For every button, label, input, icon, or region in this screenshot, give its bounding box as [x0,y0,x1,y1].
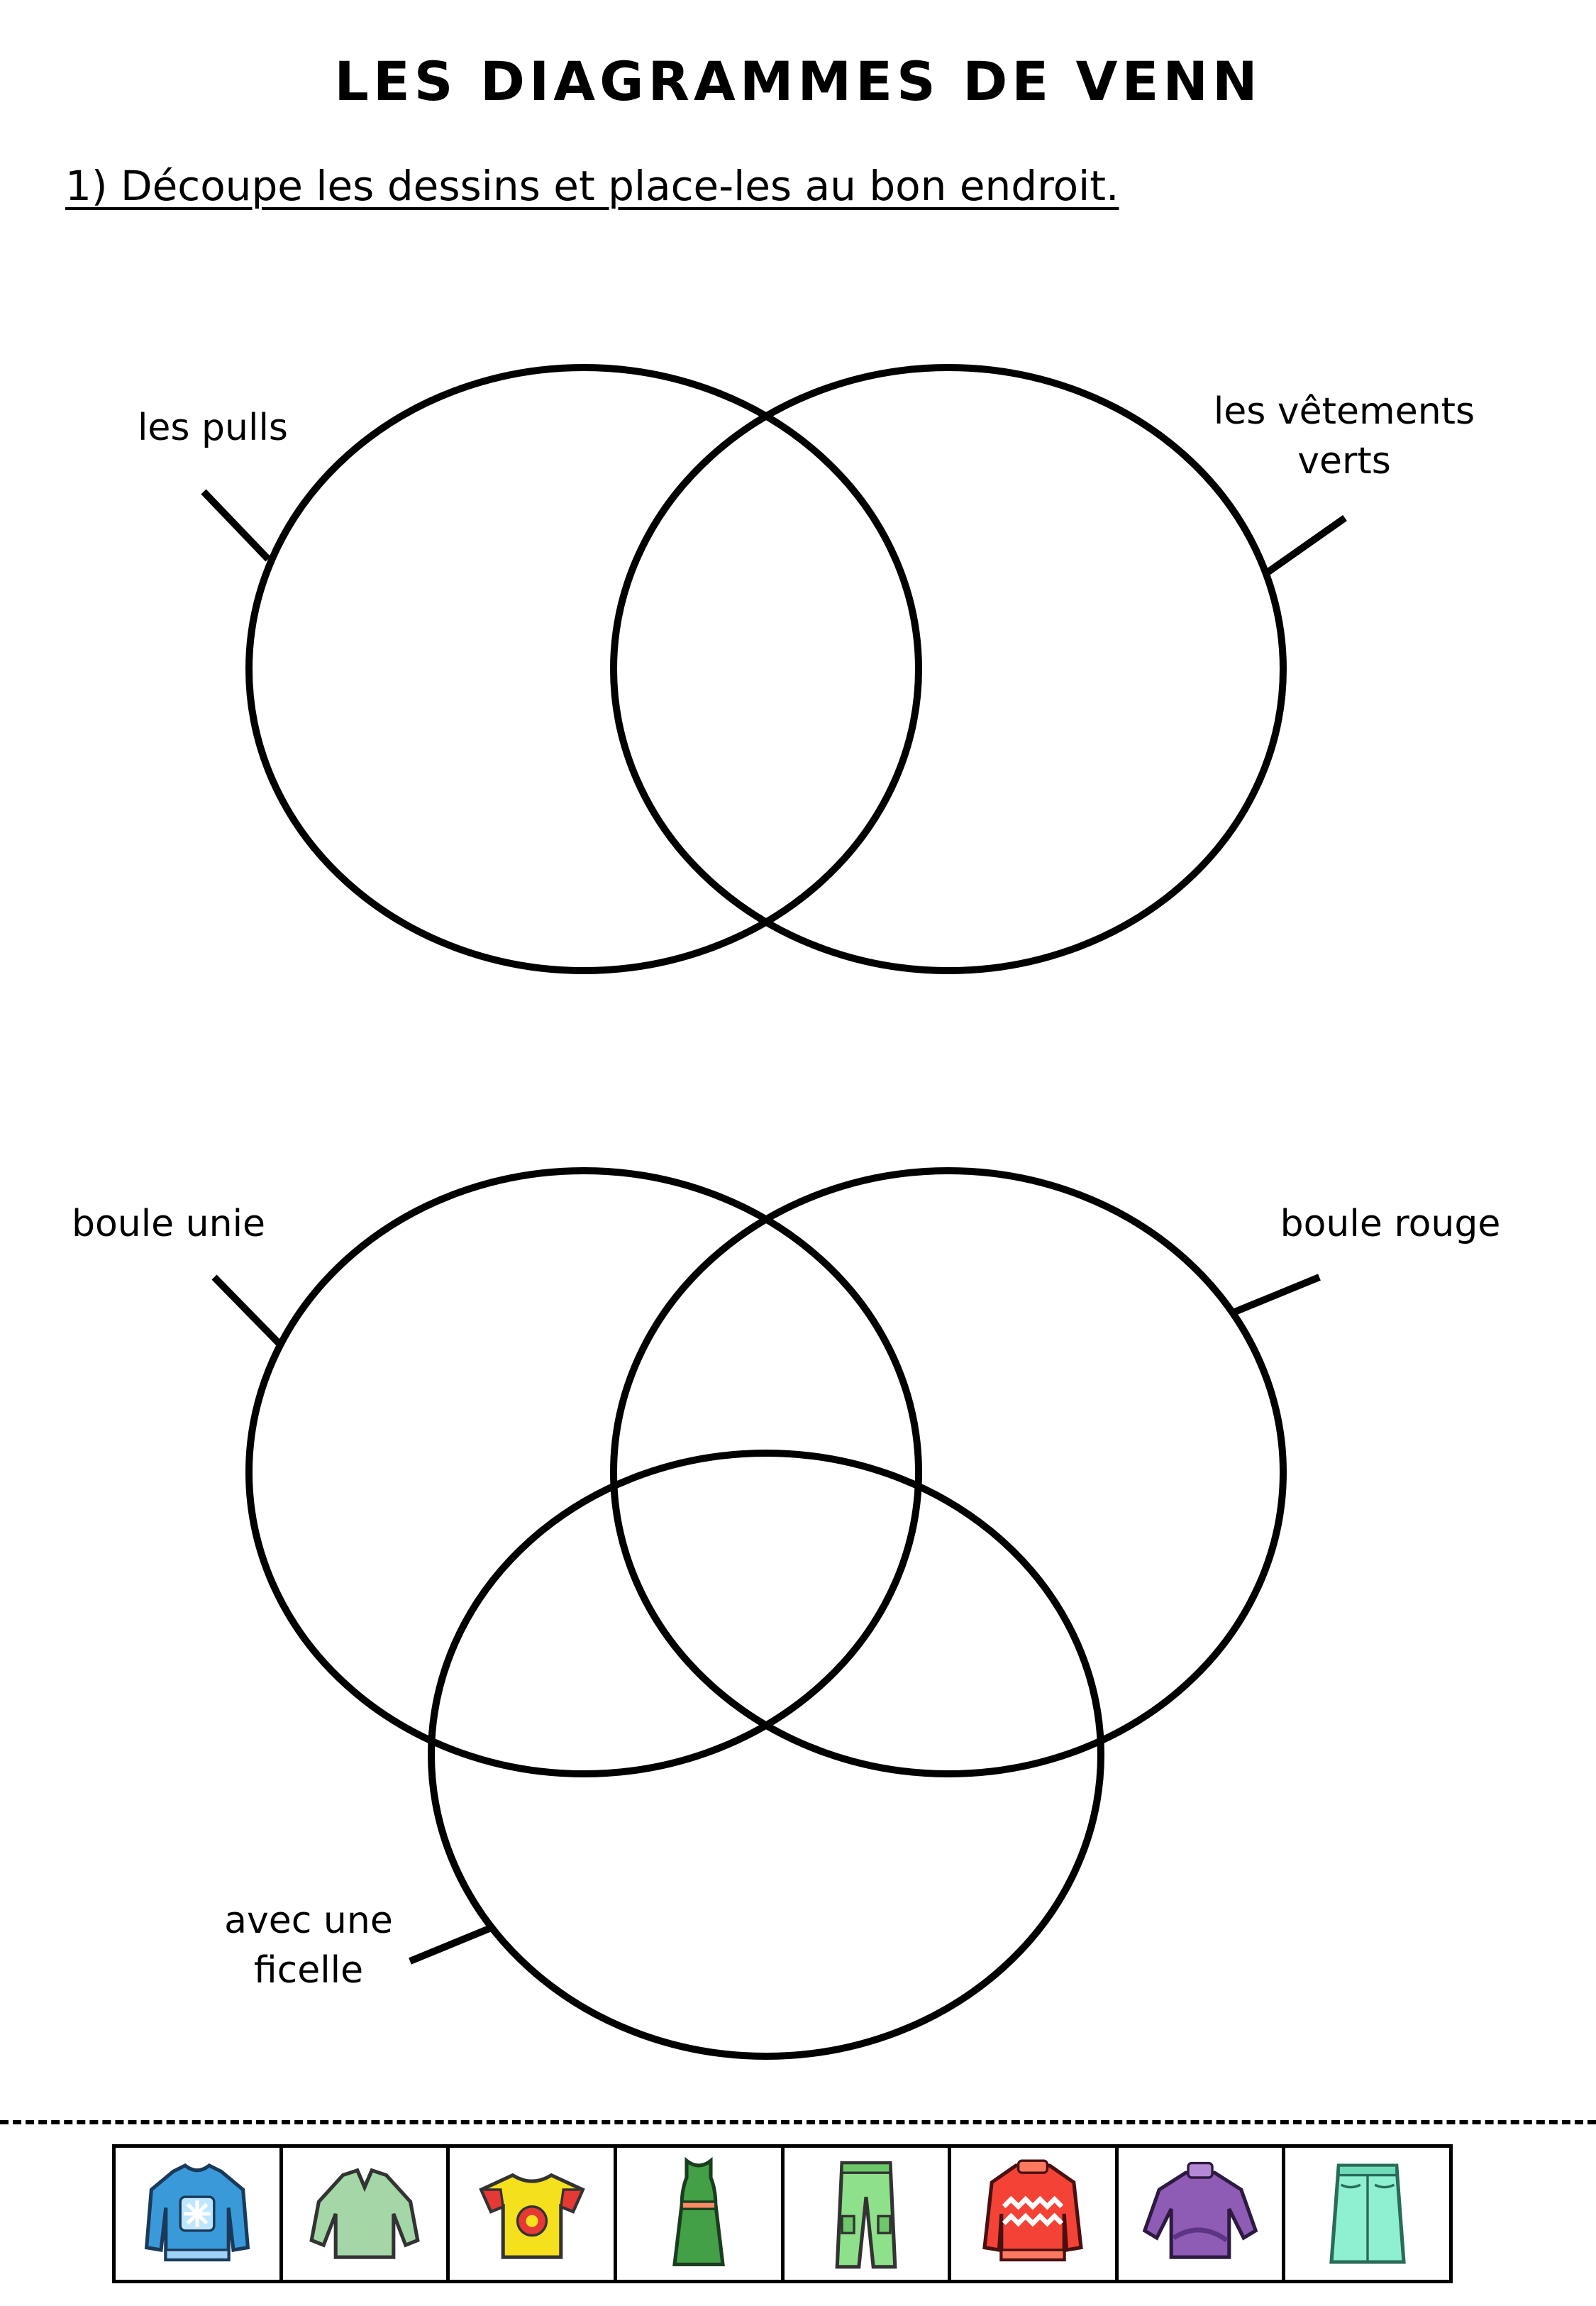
purple-turtleneck-sweater-icon [1142,2161,1258,2259]
cutout-cell[interactable] [450,2148,617,2280]
venn2-pointer-left [211,1274,282,1346]
green-vneck-sweater-icon [309,2168,420,2259]
label-vetements-verts: les vêtements verts [1213,390,1475,482]
cutout-cell[interactable] [951,2148,1119,2280]
label-boule-rouge: boule rouge [1280,1203,1501,1245]
cutout-cell[interactable] [617,2148,785,2280]
cutout-cell[interactable] [1285,2148,1449,2280]
instruction-text: 1) Découpe les dessins et place-les au b… [65,162,1119,210]
venn2-circle-bottom [428,1450,1104,2060]
green-dress-icon [672,2156,726,2266]
venn2-pointer-right [1231,1274,1321,1316]
red-zigzag-sweater-icon [982,2159,1084,2262]
cutout-cell[interactable] [116,2148,283,2280]
cutout-cell[interactable] [785,2148,952,2280]
venn1-circle-left [245,364,922,974]
venn2-pointer-bottom [409,1925,491,1965]
yellow-tshirt-icon [478,2173,585,2259]
cutout-cell[interactable] [283,2148,450,2280]
venn1-pointer-right [1264,514,1347,577]
page-title: LES DIAGRAMMES DE VENN [334,50,1262,113]
label-boule-unie: boule unie [71,1203,266,1245]
blue-snowflake-sweater-icon [145,2163,250,2262]
mint-skirt-icon [1329,2163,1406,2264]
cut-line [0,2120,1596,2124]
green-pants-icon [835,2161,897,2269]
venn1-circle-right [610,364,1287,974]
venn2-circle-right [610,1167,1287,1777]
venn2-circle-left [245,1167,922,1777]
cutout-strip [112,2144,1453,2283]
label-les-pulls: les pulls [137,407,288,449]
venn1-pointer-left [201,489,271,562]
cutout-cell[interactable] [1119,2148,1286,2280]
label-avec-une-ficelle: avec une ficelle [224,1899,393,1992]
